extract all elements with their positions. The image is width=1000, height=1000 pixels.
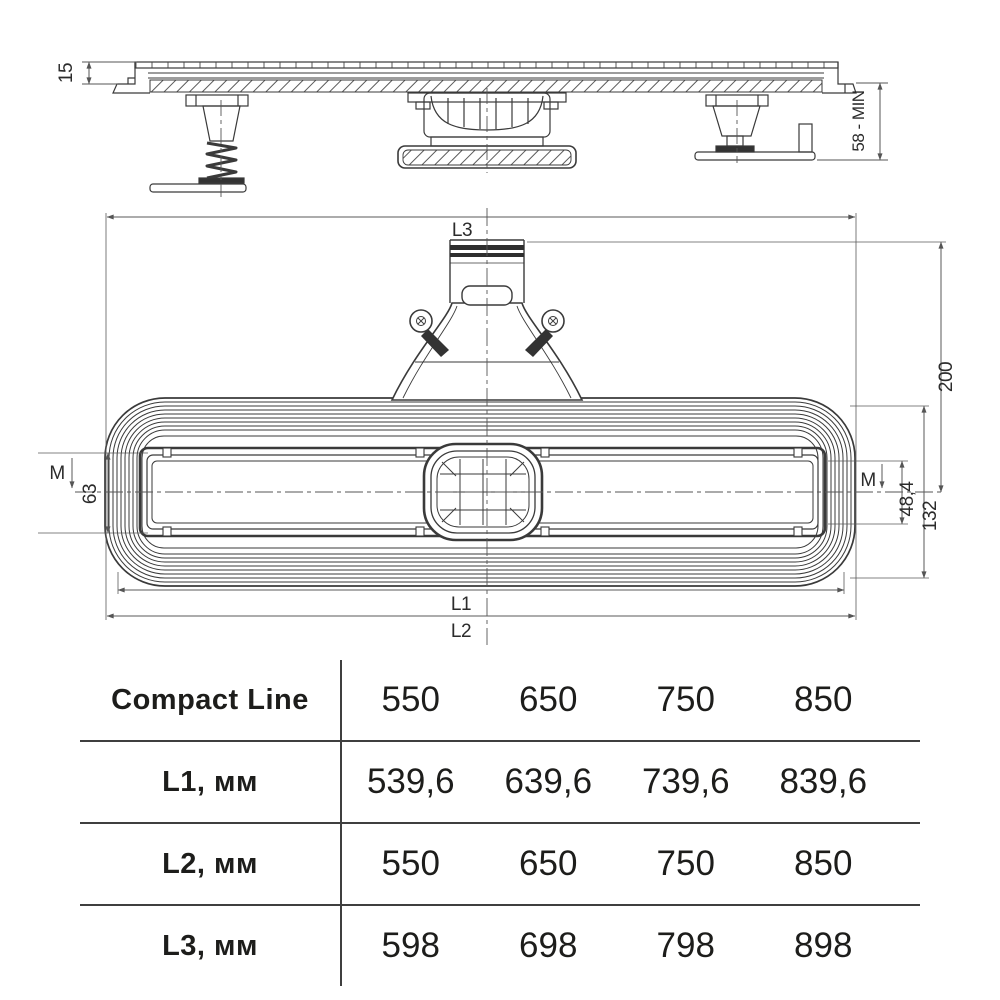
outlet-screw-right <box>525 309 565 357</box>
table-cell: 750 <box>656 680 715 719</box>
section-trough-hatch <box>149 79 823 93</box>
table-row-label: L3, мм <box>162 929 258 962</box>
plan-clips <box>162 447 803 537</box>
table-cell: 698 <box>519 926 578 965</box>
table-cell: 539,6 <box>366 762 455 801</box>
dim-label-m-left: M <box>49 463 64 484</box>
dim-label-63: 63 <box>80 484 101 504</box>
outlet-screw-left <box>409 309 449 357</box>
table-cell: 750 <box>656 844 715 883</box>
dim-label-48-4: 48,4 <box>897 481 918 517</box>
technical-drawing: 15 58 - MIN <box>38 61 957 645</box>
plan-view: L3 200 132 48,4 M M 63 L1 L2 <box>38 208 957 645</box>
size-table: Compact Line 550 650 750 850 L1, мм 539,… <box>80 660 920 986</box>
dim-label-58min: 58 - MIN <box>849 90 868 151</box>
section-spring <box>205 141 238 180</box>
section-dim-58min <box>817 82 888 161</box>
table-row-label: L2, мм <box>162 847 258 880</box>
section-grate-band <box>134 61 839 69</box>
table-row-l3: L3, мм 598 698 798 898 <box>80 906 920 986</box>
table-cell: 798 <box>656 926 715 965</box>
table-row-l2: L2, мм 550 650 750 850 <box>80 824 920 906</box>
table-cell: 850 <box>794 680 853 719</box>
dim-label-l1: L1 <box>451 594 471 615</box>
section-dim-15 <box>82 61 137 85</box>
table-row-header: Compact Line 550 650 750 850 <box>80 660 920 742</box>
table-row-l1: L1, мм 539,6 639,6 739,6 839,6 <box>80 742 920 824</box>
table-cell: 739,6 <box>641 762 730 801</box>
section-left-leg <box>149 94 249 193</box>
plan-dimensions <box>38 213 946 620</box>
table-cell: 898 <box>794 926 853 965</box>
section-right-cap <box>822 62 857 94</box>
section-centerlines <box>220 88 738 197</box>
plan-centerlines <box>75 208 944 645</box>
table-cell: 550 <box>381 844 440 883</box>
table-cell: 598 <box>381 926 440 965</box>
table-cell: 850 <box>794 844 853 883</box>
section-view: 15 58 - MIN <box>56 61 888 197</box>
dim-label-l3: L3 <box>452 220 472 241</box>
table-row-label: L1, мм <box>162 765 258 798</box>
dim-label-132: 132 <box>920 501 941 531</box>
dim-label-m-right: M <box>860 470 875 491</box>
dim-label-15: 15 <box>56 63 77 83</box>
table-cell: 639,6 <box>504 762 593 801</box>
table-header-label: Compact Line <box>111 683 309 716</box>
section-right-leg <box>694 94 816 161</box>
dim-label-200: 200 <box>936 362 957 392</box>
dim-label-l2: L2 <box>451 621 471 642</box>
table-cell: 650 <box>519 844 578 883</box>
table-cell: 650 <box>519 680 578 719</box>
table-cell: 550 <box>381 680 440 719</box>
table-cell: 839,6 <box>779 762 868 801</box>
